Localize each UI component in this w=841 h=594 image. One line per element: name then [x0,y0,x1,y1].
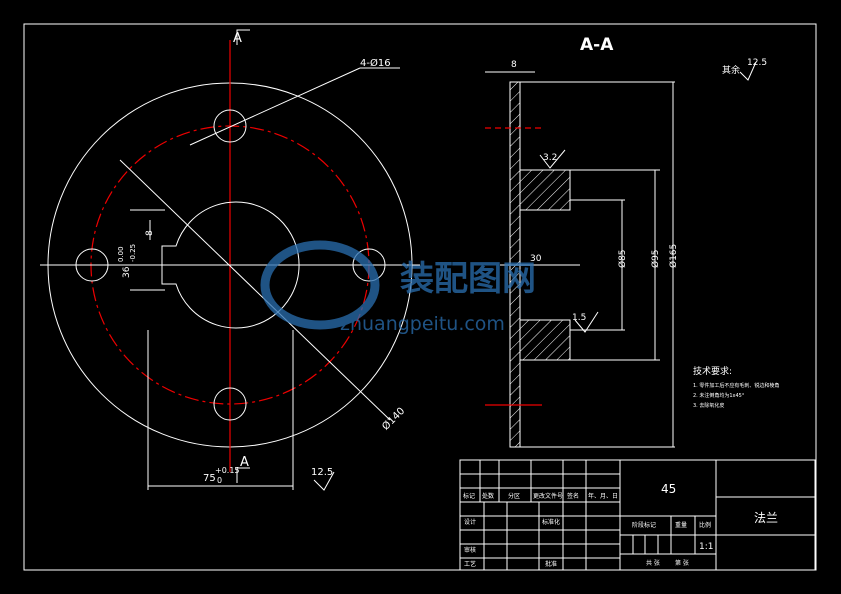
tb-header: 签名 [567,492,579,500]
tech-req-item: 3. 去除氧化皮 [693,402,724,409]
roughness-12-5: 12.5 [311,467,333,478]
bolt-hole [213,387,247,421]
dim-d85: Ø85 [617,249,628,268]
roughness-3-2: 3.2 [543,153,557,163]
rest-roughness-label: 其余 [722,64,740,76]
tb-sheet-no: 第 张 [675,559,689,567]
tb-scale-label: 比例 [699,521,711,529]
tb-header: 标记 [463,492,475,500]
tech-req-title: 技术要求: [693,365,732,377]
watermark-en: zhuangpeitu.com [340,313,505,335]
dim-bore-tol-lower: 0 [217,476,222,485]
tb-weight: 重量 [675,521,687,529]
tb-sheets-total: 共 张 [646,559,660,567]
dim-d165: Ø165 [668,244,679,268]
cut-marker-top: A [233,31,242,46]
tb-header: 分区 [508,492,520,500]
tb-header: 年、月、日 [588,492,618,500]
dim-key-tol-upper: 0.00 [117,246,125,262]
tb-stage: 阶段标记 [632,521,656,529]
dim-keyway: 8 [145,230,155,236]
tb-review: 审核 [464,546,476,554]
watermark: 装配图网 zhuangpeitu.com [260,240,536,335]
rest-roughness-value: 12.5 [747,58,767,68]
tb-scale: 1:1 [699,542,713,552]
leader-holes [189,67,361,146]
bore-with-keyway [161,201,300,329]
tb-material: 45 [661,482,676,496]
tb-approve: 批准 [545,560,557,568]
dim-bore-tol-upper: +0.15 [215,466,240,475]
section-title: A-A [580,35,614,55]
tech-req-item: 2. 未注倒角均为1x45° [693,392,745,399]
tb-header: 更改文件号 [533,492,563,500]
dim-bore: 75 [203,473,216,484]
watermark-cn: 装配图网 [400,259,536,299]
dim-key-depth: 36 [122,266,132,278]
dim-bolt-circle: Ø140 [380,405,408,433]
leader-140 [119,159,391,421]
drawing-frame [23,23,817,571]
tb-standard: 标准化 [542,518,560,526]
tb-process: 工艺 [464,560,476,568]
dim-key-tol-lower: -0.25 [129,244,137,262]
tb-design: 设计 [464,518,476,526]
dim-holes: 4-Ø16 [360,57,391,69]
front-view [40,29,420,491]
dim-d95: Ø95 [650,249,661,268]
title-block [459,459,816,571]
cut-marker-bottom: A [240,455,249,470]
bolt-hole [213,109,247,143]
tb-part-name: 法兰 [754,511,778,525]
tb-header: 处数 [482,492,494,500]
bolt-hole [352,248,386,282]
bolt-hole [75,248,109,282]
tech-req-item: 1. 零件加工后不应有毛刺、锐边和棱角 [693,382,779,389]
dim-thickness: 8 [511,60,517,70]
section-view [485,61,757,448]
roughness-1-5: 1.5 [572,313,586,323]
dim-hub-length: 30 [530,254,542,264]
